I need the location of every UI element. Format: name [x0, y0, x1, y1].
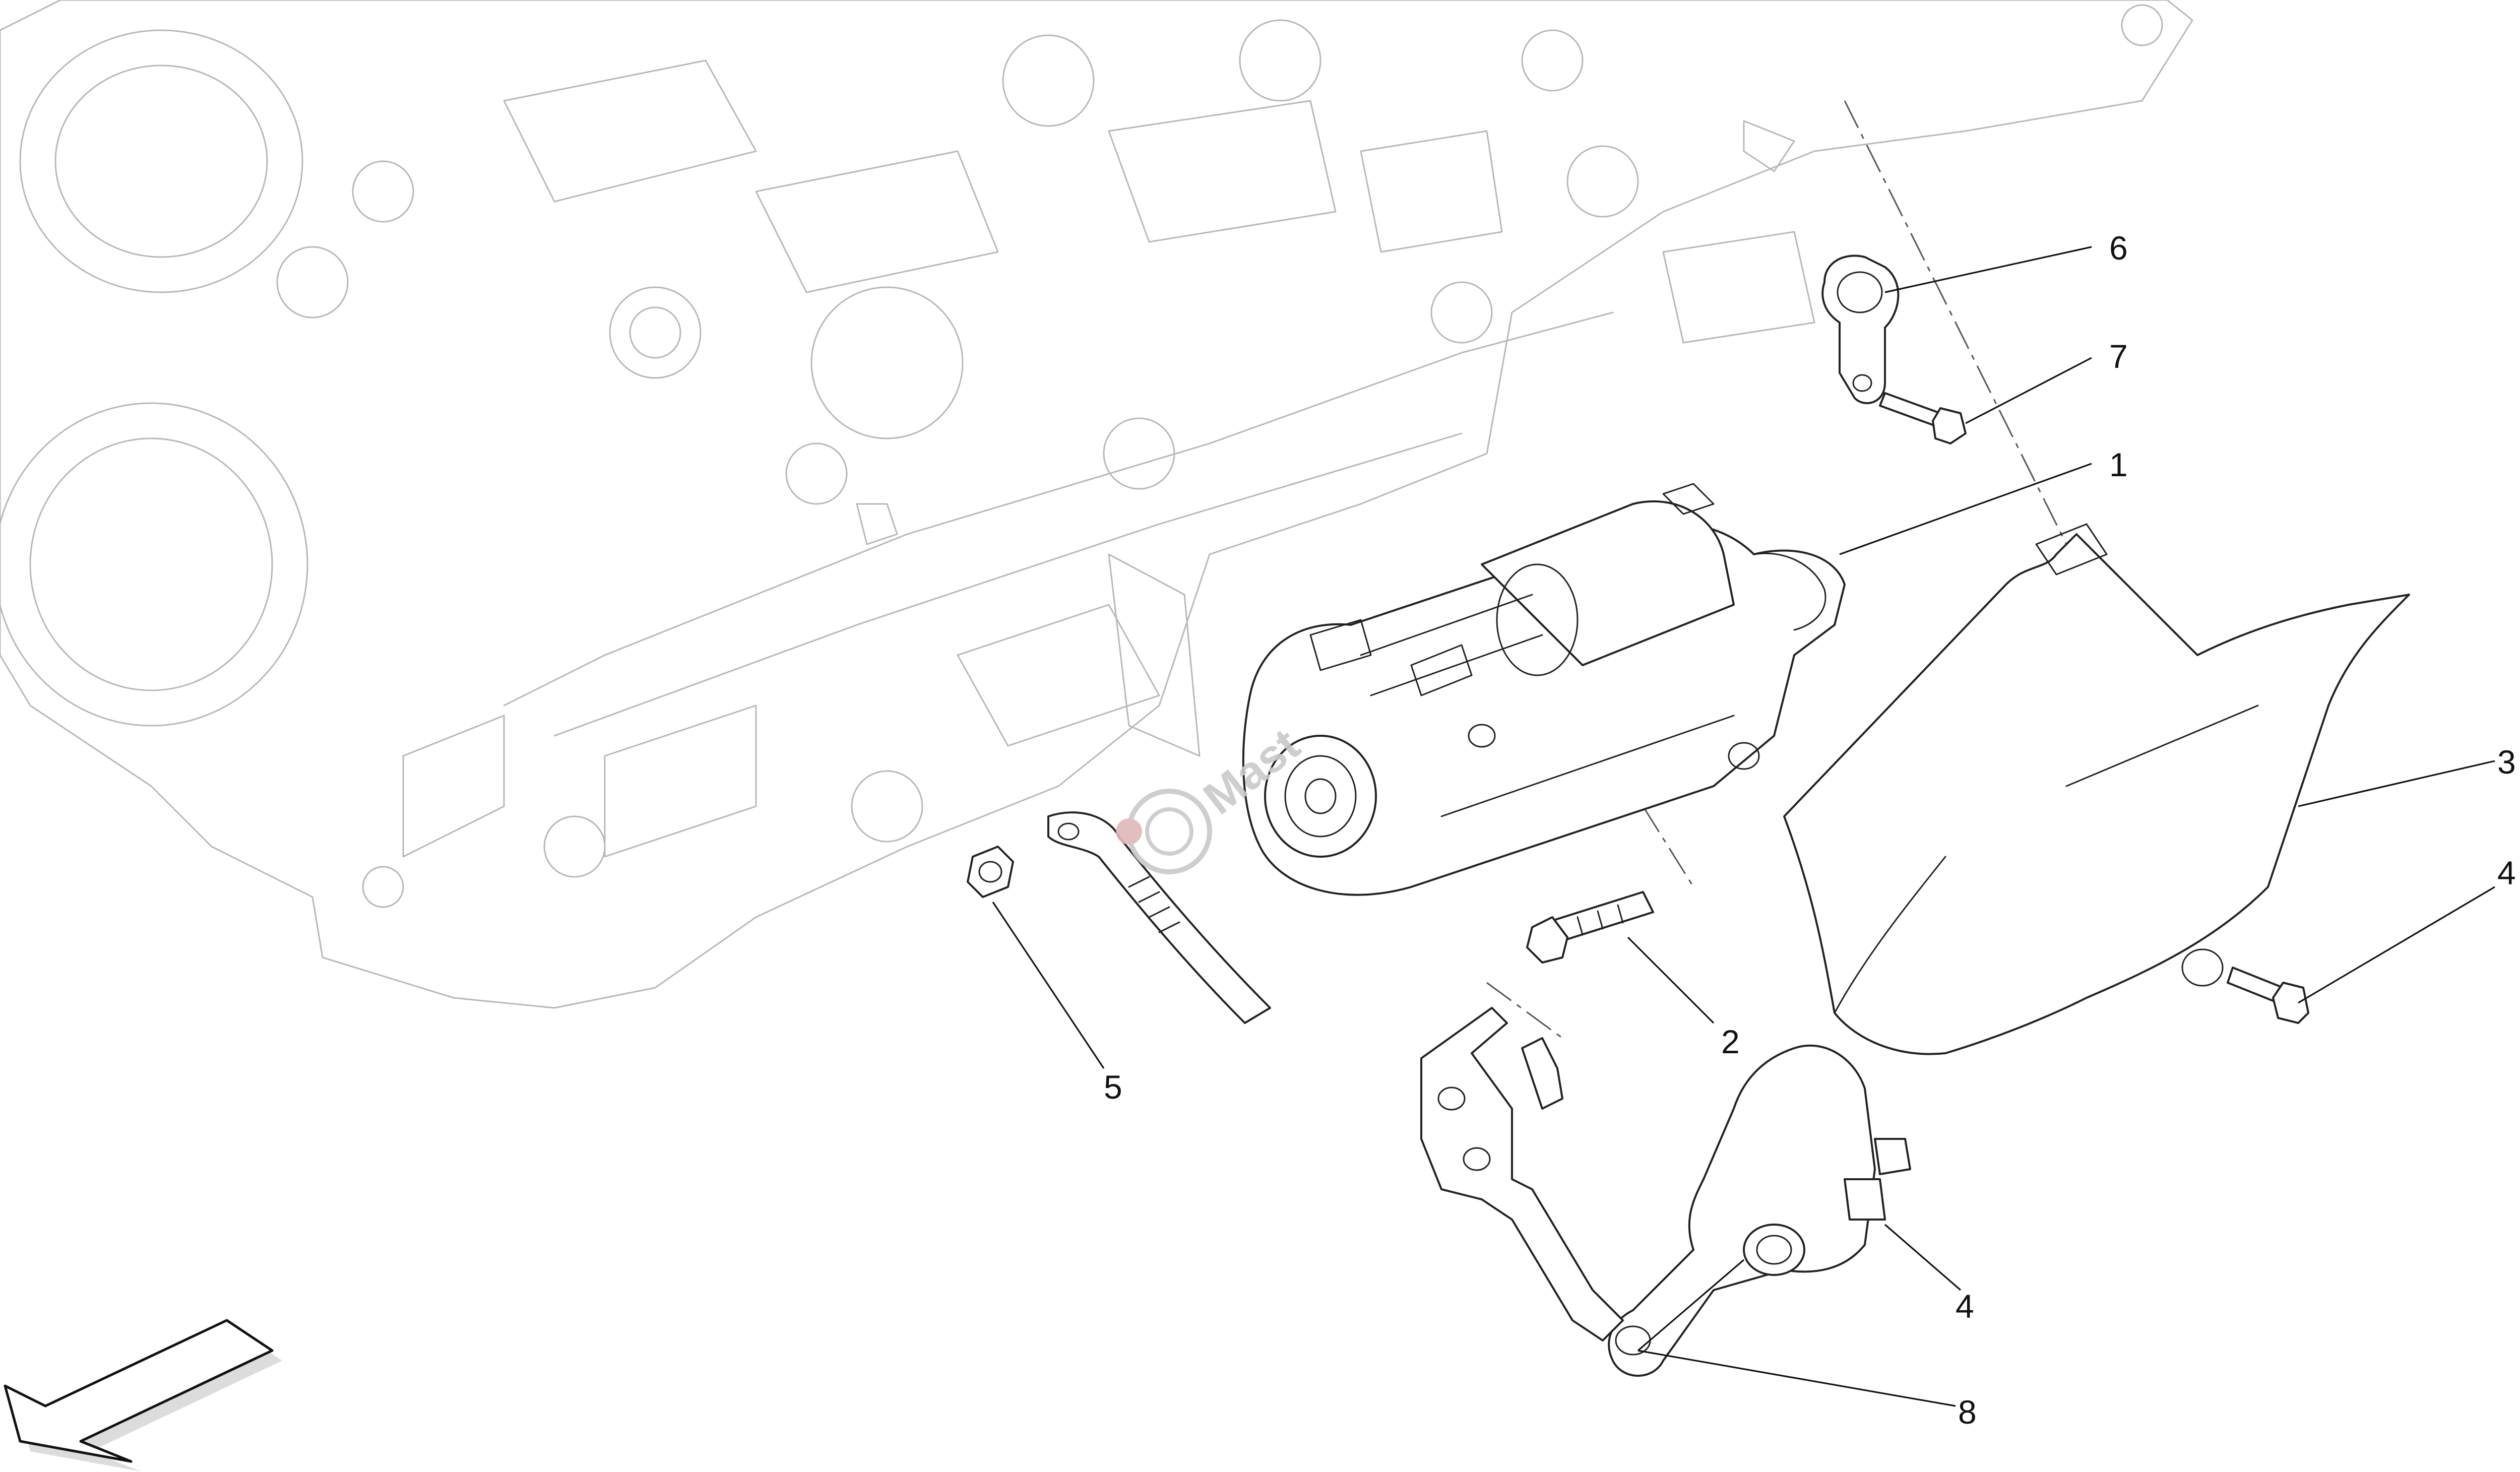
leader-1 — [1839, 463, 2092, 555]
leader-7 — [1965, 357, 2092, 424]
callout-7: 7 — [2109, 338, 2128, 375]
callout-8: 8 — [1958, 1393, 1977, 1431]
watermark-logo-icon — [1116, 789, 1212, 874]
leader-4b — [1884, 1224, 1962, 1291]
callout-2: 2 — [1721, 1023, 1740, 1060]
callout-4-upper: 4 — [2497, 854, 2516, 891]
leader-8a — [1637, 1350, 1956, 1407]
callout-6: 6 — [2109, 229, 2128, 267]
callout-labels: 1 2 3 4 4 5 6 7 8 — [1104, 229, 2516, 1431]
cable-nut — [967, 846, 1014, 898]
battery-cable — [1047, 811, 1271, 1024]
shield-bolt-upper — [2227, 967, 2309, 1024]
shield-bolt-lower — [1844, 1138, 1911, 1221]
leader-2 — [1627, 936, 1715, 1024]
leader-lines — [992, 246, 2495, 1407]
cable-clip — [1821, 254, 1900, 404]
starter-motor — [1242, 483, 1846, 896]
heat-shield — [1783, 523, 2410, 1055]
lower-bracket — [1420, 1007, 1876, 1377]
starter-bolt — [1526, 891, 1654, 964]
leader-3 — [2298, 760, 2495, 807]
engine-block — [0, 0, 2193, 1009]
leader-8b — [1637, 1259, 1745, 1352]
leader-6 — [1884, 246, 2092, 293]
callout-3: 3 — [2497, 743, 2516, 781]
leader-4a — [2298, 886, 2495, 1004]
front-direction-arrow-icon — [4, 1319, 282, 1471]
leader-5 — [992, 902, 1105, 1069]
clip-screw — [1879, 392, 1967, 444]
assembly-centerlines — [1486, 100, 2067, 1039]
callout-4-lower: 4 — [1956, 1288, 1974, 1325]
callout-5: 5 — [1104, 1068, 1122, 1106]
callout-1: 1 — [2109, 446, 2128, 483]
